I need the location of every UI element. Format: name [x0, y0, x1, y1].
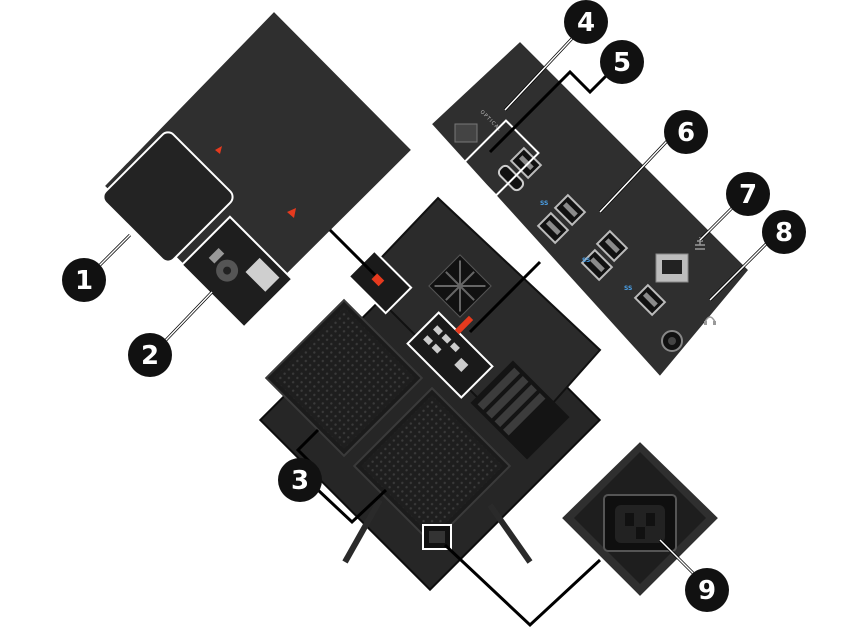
vent-panel-bottom [352, 386, 512, 546]
usb-c-port [497, 164, 525, 192]
callout-6-number: 6 [677, 118, 695, 148]
lock-region [180, 215, 294, 329]
leader-panel-tr [468, 260, 542, 334]
leader-5 [488, 69, 612, 154]
body-power-socket [422, 524, 452, 550]
ethernet-port [655, 253, 689, 283]
callout-3: 3 [278, 458, 322, 502]
callout-5: 5 [600, 40, 644, 84]
ss-label-2: SS [582, 257, 590, 264]
callout-4-number: 4 [577, 8, 595, 38]
ss-label-1: SS [540, 200, 548, 207]
audio-jack [661, 330, 683, 352]
usb-a-port-2 [553, 193, 587, 227]
callout-1: 1 [62, 258, 106, 302]
top-left-panel [100, 7, 416, 329]
leader-power [443, 543, 602, 628]
callout-2: 2 [128, 333, 172, 377]
usb-a-port-5 [580, 248, 614, 282]
usb-a-port-1 [509, 146, 543, 180]
pc-rear-body [258, 196, 602, 592]
callout-9: 9 [685, 568, 729, 612]
usb-a-port-6 [633, 283, 667, 317]
callout-6: 6 [664, 110, 708, 154]
leader-3b [316, 488, 388, 525]
leader-panel-tl [328, 228, 377, 277]
callout-7: 7 [726, 172, 770, 216]
callout-3-number: 3 [291, 466, 309, 496]
top-right-io-panel: OPTICAL SS SS SS [427, 37, 753, 381]
callout-8-number: 8 [775, 218, 793, 248]
callout-7-number: 7 [739, 180, 757, 210]
callout-5-number: 5 [613, 48, 631, 78]
usb-a-port-3 [536, 211, 570, 245]
ss-label-3: SS [624, 285, 632, 292]
callout-4: 4 [564, 0, 608, 44]
network-icon [695, 237, 705, 250]
callout-2-number: 2 [141, 341, 159, 371]
expansion-slots [470, 360, 570, 460]
access-cover [102, 131, 234, 263]
vent-panel-left [264, 298, 424, 458]
callout-1-number: 1 [75, 266, 93, 296]
usb-a-port-4 [595, 229, 629, 263]
ac-power-inlet [603, 494, 677, 552]
body-io-panel [406, 311, 494, 399]
optical-drive-button[interactable] [454, 123, 478, 143]
headphone-icon [704, 316, 716, 325]
rear-fan-grille [428, 254, 492, 318]
callout-9-number: 9 [698, 576, 716, 606]
callout-8: 8 [762, 210, 806, 254]
